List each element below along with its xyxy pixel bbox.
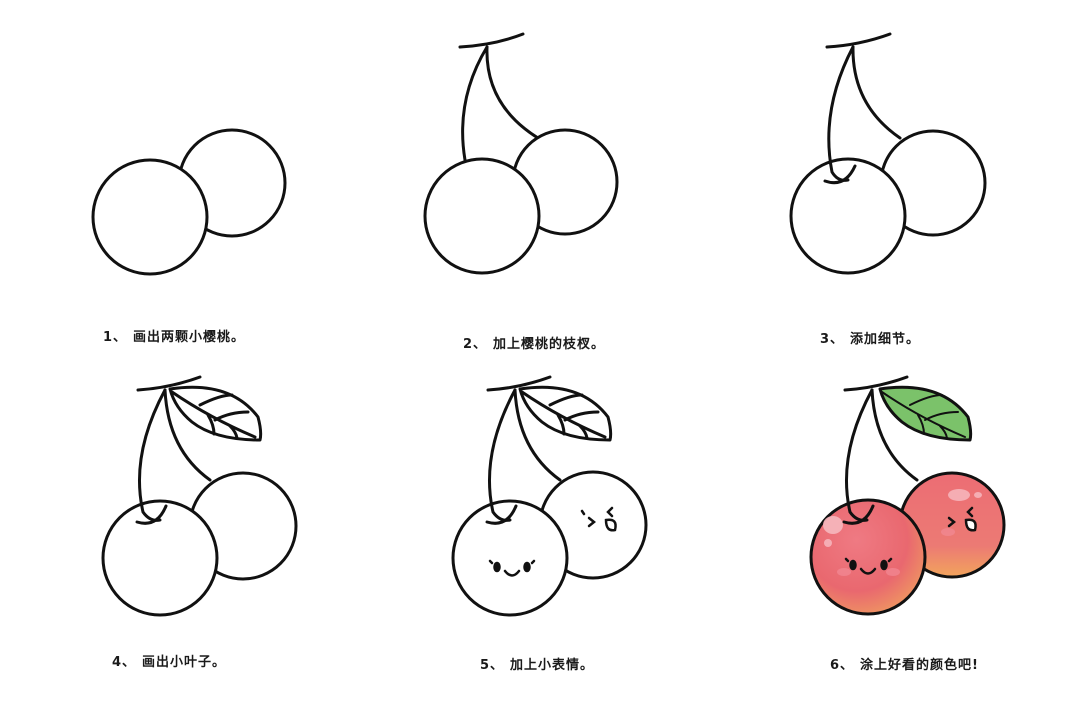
step-text: 涂上好看的颜色吧! [860, 658, 979, 673]
step-3-caption: 3、添加细节。 [820, 328, 920, 347]
step-3: 3、添加细节。 [720, 0, 1080, 360]
branch-top [458, 32, 525, 49]
step-4-caption: 4、画出小叶子。 [112, 651, 226, 670]
step-text: 画出两颗小樱桃。 [133, 330, 246, 345]
smiling-face [488, 559, 536, 577]
step-2: 2、加上樱桃的枝杈。 [360, 0, 720, 360]
leaf [878, 385, 973, 442]
leaf [518, 385, 613, 442]
step-number: 1、 [103, 330, 128, 345]
step-6-drawing [809, 375, 1006, 616]
step-text: 加上樱桃的枝杈。 [493, 337, 606, 352]
stem-left [461, 45, 489, 162]
step-number: 6、 [830, 658, 855, 673]
leaf [168, 385, 263, 442]
step-4-drawing [101, 375, 298, 617]
step-text: 加上小表情。 [510, 658, 595, 673]
laughing-face [580, 506, 617, 532]
step-2-caption: 2、加上樱桃的枝杈。 [463, 333, 605, 352]
laughing-face [947, 506, 977, 532]
step-2-drawing [423, 32, 619, 275]
stem-right [485, 45, 540, 140]
step-number: 5、 [480, 658, 505, 673]
step-text: 添加细节。 [850, 332, 921, 347]
step-number: 3、 [820, 332, 845, 347]
step-number: 4、 [112, 655, 137, 670]
step-number: 2、 [463, 337, 488, 352]
step-5-caption: 5、加上小表情。 [480, 654, 594, 673]
smiling-face [844, 557, 893, 575]
step-5: 5、加上小表情。 [360, 360, 720, 720]
step-6: 6、涂上好看的颜色吧! [720, 360, 1080, 720]
step-1: 1、画出两颗小樱桃。 [0, 0, 360, 360]
step-3-drawing [789, 32, 987, 275]
step-1-caption: 1、画出两颗小樱桃。 [103, 326, 245, 345]
step-5-drawing [451, 375, 648, 617]
step-6-caption: 6、涂上好看的颜色吧! [830, 654, 979, 673]
step-1-drawing [91, 128, 287, 276]
step-4: 4、画出小叶子。 [0, 360, 360, 720]
step-text: 画出小叶子。 [142, 655, 227, 670]
front-cherry [91, 158, 209, 276]
stem-detail [823, 164, 857, 185]
